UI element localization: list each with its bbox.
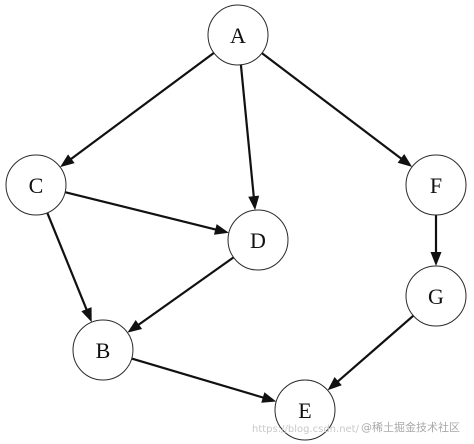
edge-line (137, 256, 235, 327)
node-circle (405, 265, 467, 327)
node-label: C (29, 173, 44, 198)
arrowhead-icon (60, 154, 75, 168)
node-circle (207, 4, 269, 66)
node-G: G (405, 265, 467, 327)
edge-C-B (46, 212, 92, 323)
node-circle (72, 319, 134, 381)
node-circle (227, 209, 289, 271)
edge-line (64, 191, 217, 231)
node-label: A (230, 23, 246, 48)
edge-A-D (239, 64, 260, 211)
node-circle (274, 379, 336, 441)
edge-line (46, 212, 88, 311)
edge-A-F (261, 52, 413, 167)
node-B: B (72, 319, 134, 381)
arrowhead-icon (127, 320, 143, 333)
edge-G-E (327, 314, 415, 391)
edge-line (336, 314, 415, 383)
node-circle (405, 154, 467, 216)
edge-B-E (131, 357, 277, 403)
arrowhead-icon (213, 224, 229, 235)
edge-line (239, 64, 255, 198)
node-label: B (96, 338, 111, 363)
edge-C-D (64, 191, 229, 235)
arrowhead-icon (430, 252, 442, 266)
edge-F-G (430, 215, 442, 266)
arrowhead-icon (327, 376, 342, 391)
edges-layer (46, 52, 442, 403)
edge-A-C (60, 52, 215, 168)
node-D: D (227, 209, 289, 271)
arrowhead-icon (81, 307, 92, 323)
edge-D-B (127, 256, 235, 333)
edge-line (69, 52, 215, 161)
watermark-brand-text: @稀土掘金技术社区 (361, 420, 460, 434)
nodes-layer: A B C D E F G (5, 4, 467, 441)
edge-line (261, 52, 403, 160)
node-label: D (250, 228, 266, 253)
watermark-faint-text: https://blog.csdn.net/ (252, 424, 360, 435)
edge-line (131, 357, 265, 399)
arrowhead-icon (397, 154, 413, 167)
arrowhead-icon (248, 195, 260, 211)
node-circle (5, 154, 67, 216)
node-F: F (405, 154, 467, 216)
node-label: G (428, 284, 444, 309)
node-C: C (5, 154, 67, 216)
node-A: A (207, 4, 269, 66)
node-label: E (298, 398, 311, 423)
arrowhead-icon (261, 392, 277, 403)
node-label: F (430, 173, 442, 198)
node-E: E (274, 379, 336, 441)
